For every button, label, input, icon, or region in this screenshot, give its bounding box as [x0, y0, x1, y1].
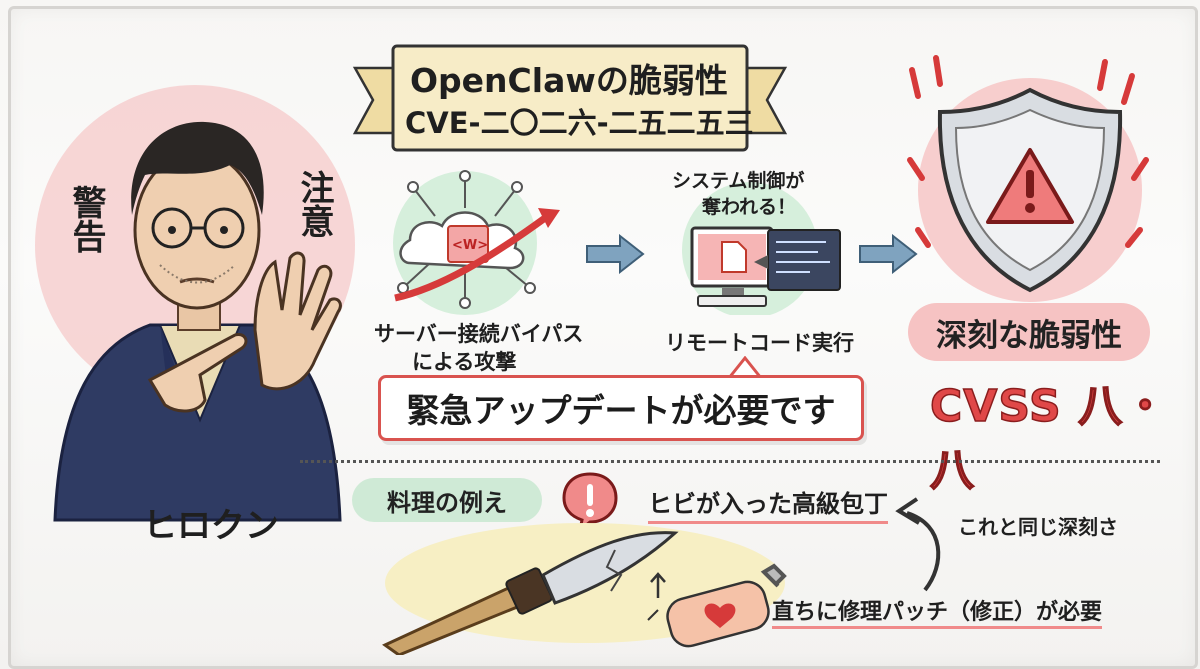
repair-patch-illustration — [647, 563, 787, 648]
presenter-name: ヒロクン — [143, 506, 279, 546]
section-divider — [300, 460, 1160, 463]
cvss-score: CVSS 八・八 — [929, 380, 1169, 497]
repair-patch-label: 直ちに修理パッチ（修正）が必要 — [772, 594, 1103, 629]
attack-arrow-icon — [538, 208, 560, 228]
alert-marks — [907, 55, 1149, 248]
heart-icon — [704, 603, 736, 628]
attack-illustration — [393, 170, 560, 315]
web-icon-label: <W> — [452, 238, 489, 253]
step2-caption-line1: システム制御が — [672, 170, 805, 192]
step1-label-line2: による攻撃 — [412, 350, 517, 374]
banner-subtitle: CVE-二〇二六-二五二五三 — [405, 106, 754, 140]
shield-illustration — [907, 55, 1149, 302]
flow-arrow-icon — [586, 234, 645, 274]
banner-ribbon — [352, 44, 788, 152]
analogy-badge: 料理の例え — [352, 478, 542, 522]
presenter-illustration — [35, 85, 355, 522]
step2-caption-line2: 奪われる！ — [702, 196, 797, 218]
code-window-icon — [767, 229, 841, 291]
urgent-update-callout: 緊急アップデートが必要です — [378, 375, 864, 441]
rce-illustration — [682, 182, 841, 315]
same-severity-label: これと同じ深刻さ — [958, 515, 1118, 539]
web-icon — [447, 225, 489, 263]
warning-label-left: 警告 — [66, 185, 106, 253]
severe-vulnerability-badge: 深刻な脆弱性 — [908, 303, 1150, 361]
whiteboard-frame — [8, 6, 1198, 669]
caution-label-right: 注意 — [294, 170, 334, 238]
step2-label: リモートコード実行 — [665, 331, 854, 355]
step1-label-line1: サーバー接続バイパス — [374, 322, 584, 346]
banner-title: OpenClawの脆弱性 — [410, 61, 728, 100]
up-arrow-icon — [650, 572, 666, 598]
wrench-icon — [760, 563, 787, 588]
curved-arrow-icon — [895, 497, 941, 592]
callout-pointer — [727, 356, 763, 379]
cracked-knife-label: ヒビが入った高級包丁 — [648, 484, 888, 524]
flow-arrow-icon-2 — [859, 234, 918, 274]
